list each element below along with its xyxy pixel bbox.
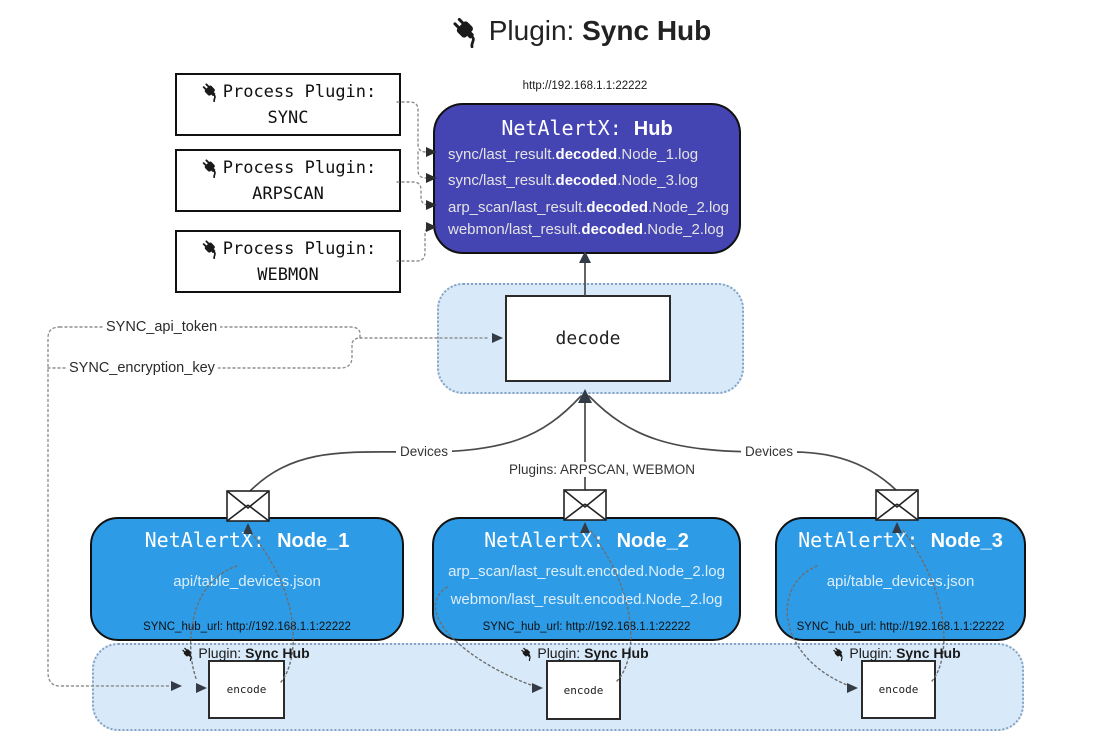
- node1-file: api/table_devices.json: [173, 573, 321, 590]
- process-plugin-sync: Process Plugin: SYNC: [175, 73, 401, 136]
- edge-sync-to-hub-1: [396, 101, 427, 153]
- plug-icon: [202, 159, 216, 178]
- edge-sync-to-hub-2: [417, 151, 427, 179]
- edge-webmon-to-hub: [396, 226, 432, 262]
- plug-icon: [833, 647, 843, 661]
- encode-box-node3: encode: [861, 660, 936, 719]
- node1-title: NetAlertX: Node_1: [144, 528, 350, 552]
- plug-icon: [182, 647, 192, 661]
- encode3-plugin-label: Plugin: Sync Hub: [831, 645, 961, 661]
- plugins-label-center: Plugins: ARPSCAN, WEBMON: [505, 462, 700, 477]
- process-plugin-arpscan: Process Plugin: ARPSCAN: [175, 149, 401, 212]
- node2-title: NetAlertX: Node_2: [484, 528, 689, 552]
- title-bold: Sync Hub: [582, 15, 712, 46]
- hub-log-line: arp_scan/last_result.decoded.Node_2.log: [448, 199, 729, 216]
- node3-hub-url: SYNC_hub_url: http://192.168.1.1:22222: [796, 621, 1005, 633]
- plug-icon: [453, 17, 475, 48]
- node2-hub-url: SYNC_hub_url: http://192.168.1.1:22222: [482, 621, 691, 633]
- node3-title: NetAlertX: Node_3: [798, 528, 1003, 552]
- node3-box: NetAlertX: Node_3 api/table_devices.json…: [775, 517, 1026, 641]
- page-title: Plugin: Sync Hub: [0, 14, 1117, 48]
- node2-file-2: webmon/last_result.encoded.Node_2.log: [450, 591, 723, 608]
- devices-label-left: Devices: [396, 444, 453, 459]
- plug-icon: [521, 647, 531, 661]
- node2-file-1: arp_scan/last_result.encoded.Node_2.log: [448, 563, 725, 580]
- encode1-plugin-label: Plugin: Sync Hub: [180, 645, 310, 661]
- sync-encryption-key-label: SYNC_encryption_key: [66, 360, 218, 376]
- hub-title: NetAlertX: Hub: [501, 116, 673, 140]
- process-plugin-name: WEBMON: [257, 264, 319, 285]
- title-prefix: Plugin:: [488, 15, 583, 46]
- encode-box-node2: encode: [546, 660, 621, 720]
- hub-log-line: sync/last_result.decoded.Node_3.log: [448, 172, 699, 189]
- encode-box-node1: encode: [208, 660, 285, 719]
- hub-log-line: sync/last_result.decoded.Node_1.log: [448, 146, 699, 163]
- hub-box: NetAlertX: Hub sync/last_result.decoded.…: [433, 103, 741, 254]
- decode-box: decode: [505, 295, 671, 382]
- process-plugin-name: ARPSCAN: [252, 183, 324, 204]
- hub-log-line: webmon/last_result.decoded.Node_2.log: [448, 221, 724, 238]
- encode2-plugin-label: Plugin: Sync Hub: [519, 645, 649, 661]
- plug-icon: [202, 240, 216, 259]
- envelope-icon-node2: [563, 489, 607, 521]
- node1-box: NetAlertX: Node_1 api/table_devices.json…: [90, 517, 404, 641]
- hub-url-label: http://192.168.1.1:22222: [522, 80, 648, 92]
- edge-arpscan-to-hub: [396, 181, 430, 206]
- node3-file: api/table_devices.json: [826, 573, 975, 590]
- envelope-icon-node3: [875, 489, 919, 521]
- plug-icon: [202, 83, 216, 102]
- node1-hub-url: SYNC_hub_url: http://192.168.1.1:22222: [143, 621, 351, 633]
- process-plugin-name: SYNC: [267, 107, 309, 128]
- node2-box: NetAlertX: Node_2 arp_scan/last_result.e…: [432, 517, 741, 641]
- devices-label-right: Devices: [741, 444, 798, 459]
- process-plugin-webmon: Process Plugin: WEBMON: [175, 230, 401, 293]
- sync-api-token-label: SYNC_api_token: [103, 319, 221, 335]
